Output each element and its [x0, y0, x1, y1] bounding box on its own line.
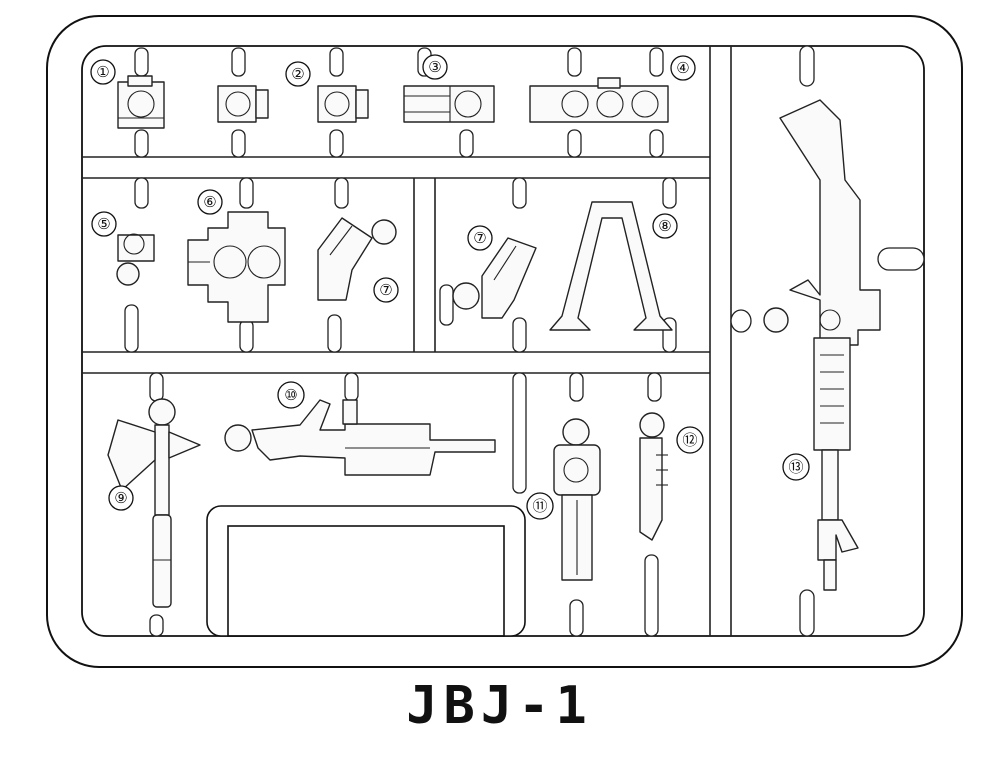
part-7-piece-a	[317, 217, 397, 301]
part-7-piece-b	[452, 237, 537, 319]
callout-6: ⑥	[197, 189, 223, 215]
callout-9: ⑨	[108, 485, 134, 511]
runners	[82, 46, 732, 636]
svg-text:⑦: ⑦	[473, 229, 486, 247]
svg-text:②: ②	[291, 65, 304, 83]
svg-text:③: ③	[428, 58, 441, 76]
svg-text:⑬: ⑬	[788, 458, 803, 476]
callout-7b: ⑦	[467, 225, 493, 251]
callout-8: ⑧	[652, 213, 678, 239]
svg-text:⑤: ⑤	[97, 215, 110, 233]
callout-3: ③	[422, 54, 448, 80]
callout-5: ⑤	[91, 211, 117, 237]
callout-1: ①	[90, 59, 116, 85]
part-10-rifle	[224, 399, 496, 476]
part-1-piece	[117, 75, 165, 129]
svg-text:①: ①	[96, 63, 109, 81]
svg-text:⑪: ⑪	[532, 497, 547, 515]
part-9-axe	[107, 398, 201, 608]
part-13-rifle	[763, 99, 881, 591]
callout-12: ⑫	[676, 426, 704, 454]
callout-2: ②	[285, 61, 311, 87]
svg-text:⑩: ⑩	[284, 386, 297, 404]
svg-text:⑧: ⑧	[658, 217, 671, 235]
svg-text:⑥: ⑥	[203, 193, 216, 211]
svg-text:⑨: ⑨	[114, 489, 127, 507]
callout-11: ⑪	[526, 492, 554, 520]
callout-13: ⑬	[782, 453, 810, 481]
part-2-pieces	[217, 85, 369, 123]
part-3-piece	[403, 85, 495, 123]
svg-text:⑦: ⑦	[379, 281, 392, 299]
callout-10: ⑩	[277, 381, 305, 409]
svg-text:⑫: ⑫	[682, 431, 697, 449]
lower-frame-inner	[227, 525, 505, 637]
part-12-piece	[639, 412, 668, 541]
part-4-piece	[529, 77, 669, 123]
part-6-piece	[187, 211, 286, 323]
svg-text:④: ④	[676, 59, 689, 77]
part-8-piece	[549, 201, 673, 331]
sprue-caption: JBJ-1	[406, 676, 593, 736]
callout-7a: ⑦	[373, 277, 399, 303]
part-5-piece	[116, 233, 155, 286]
part-11-piece	[553, 418, 601, 581]
callout-4: ④	[670, 55, 696, 81]
